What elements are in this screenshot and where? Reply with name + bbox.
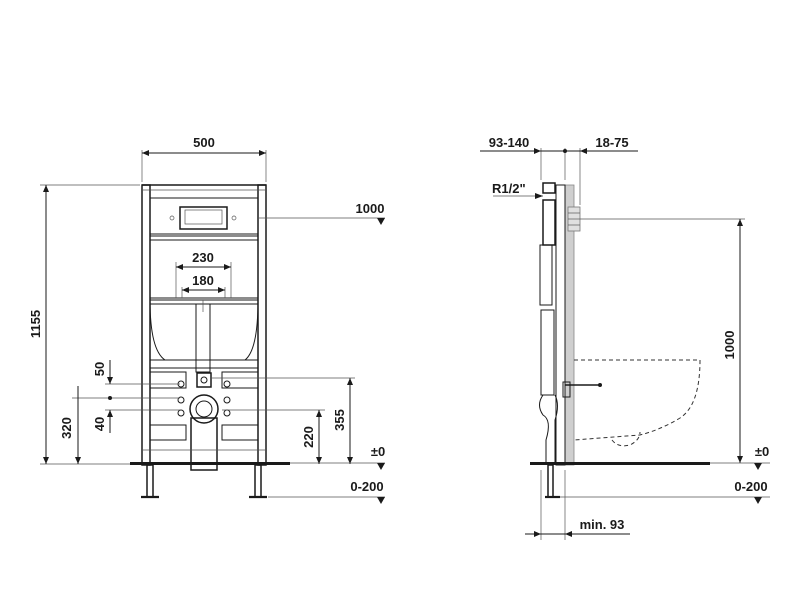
side-floor-level-marker xyxy=(710,462,770,470)
front-lower-height-label: 220 xyxy=(301,426,316,448)
front-floor-level-marker xyxy=(290,462,385,470)
front-adjust-label: 0-200 xyxy=(350,479,383,494)
side-top-dimensions xyxy=(480,148,638,205)
side-toilet-bowl xyxy=(573,359,701,447)
front-total-height-label: 1155 xyxy=(28,310,43,338)
side-height-dimension xyxy=(580,218,745,463)
front-water-height-label: 355 xyxy=(332,409,347,431)
side-adjust-label: 0-200 xyxy=(734,479,767,494)
front-offset-dimensions xyxy=(105,360,180,433)
front-outer-spacing-label: 230 xyxy=(192,250,214,265)
front-frame xyxy=(141,184,267,499)
front-drain-height-dimension xyxy=(72,386,105,464)
side-view: 93-140 18-75 R1/2" 1000 ±0 0-200 xyxy=(480,135,770,540)
front-inner-spacing-label: 180 xyxy=(192,273,214,288)
front-flush-height-dimension xyxy=(258,217,385,225)
side-wall-label: 18-75 xyxy=(595,135,628,150)
side-floor-line xyxy=(530,462,710,465)
front-inner-spacing-dimension xyxy=(181,287,226,298)
front-flush-height-label: 1000 xyxy=(356,201,385,216)
side-adjust-marker xyxy=(560,496,770,504)
side-min-depth-label: min. 93 xyxy=(580,517,625,532)
side-min-depth-dimension xyxy=(525,470,630,540)
front-width-label: 500 xyxy=(193,135,215,150)
side-floor-level-label: ±0 xyxy=(755,444,769,459)
side-thread-leader xyxy=(493,193,543,199)
front-width-dimension xyxy=(141,150,267,182)
side-thread-label: R1/2" xyxy=(492,181,526,196)
front-outer-spacing-dimension xyxy=(175,262,232,298)
front-offset-lower-label: 40 xyxy=(92,417,107,431)
side-depth-label: 93-140 xyxy=(489,135,529,150)
front-floor-level-label: ±0 xyxy=(371,444,385,459)
front-view: 500 1155 1000 230 180 xyxy=(28,135,385,504)
front-offset-upper-label: 50 xyxy=(92,362,107,376)
front-water-height-dimension xyxy=(211,377,355,464)
front-adjust-marker xyxy=(268,496,385,504)
front-lower-height-dimension xyxy=(222,409,325,464)
front-total-height-dimension xyxy=(40,184,140,465)
side-height-label: 1000 xyxy=(722,331,737,360)
front-drain-height-label: 320 xyxy=(59,417,74,439)
front-floor-line xyxy=(130,462,290,465)
